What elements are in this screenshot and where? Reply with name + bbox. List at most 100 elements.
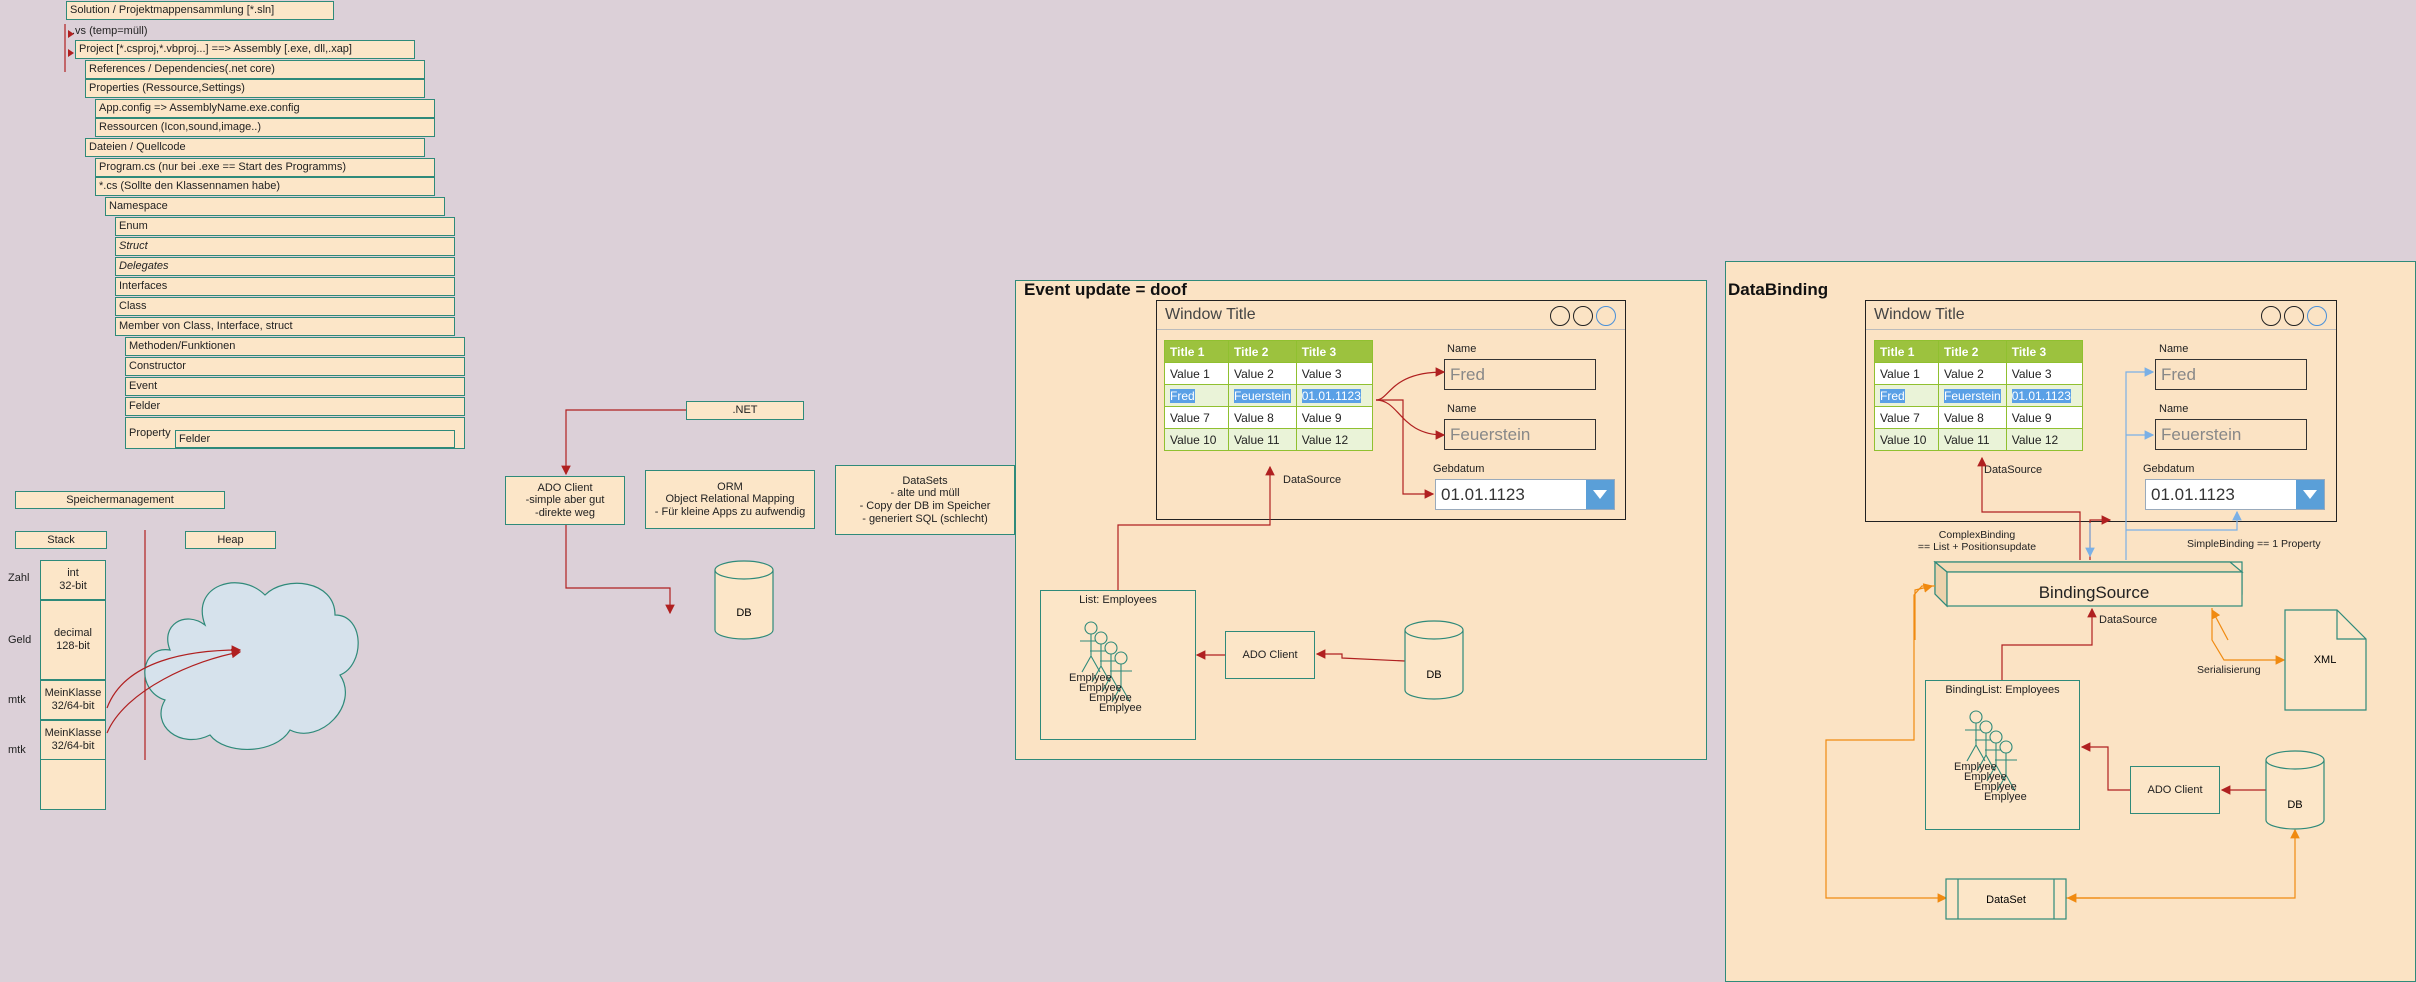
stack-cell: MeinKlasse 32/64-bit (40, 680, 106, 720)
first-name-field[interactable]: Fred (1444, 359, 1596, 390)
grid-cell-text: Value 9 (2011, 410, 2052, 425)
grid-cell[interactable]: Value 1 (1874, 362, 1939, 385)
last-name-field[interactable]: Feuerstein (1444, 419, 1596, 450)
grid-cell[interactable]: 01.01.1123 (2005, 384, 2083, 407)
stack-cell: decimal 128-bit (40, 600, 106, 680)
window-button-icon[interactable] (1573, 306, 1593, 326)
grid-header[interactable]: Title 3 (2005, 340, 2083, 363)
tree-item: Felder (175, 430, 455, 448)
actor-label: Emplyee (1964, 771, 2007, 783)
binding-source-box (1933, 560, 2244, 608)
grid-header[interactable]: Title 2 (1228, 340, 1297, 363)
grid-cell-text: Value 10 (1170, 432, 1217, 447)
grid-cell[interactable]: Value 11 (1938, 428, 2007, 451)
heap-box: Heap (185, 531, 276, 549)
stack-row-label: mtk (8, 744, 26, 756)
grid-cell[interactable]: Value 12 (1295, 428, 1373, 451)
grid-cell[interactable]: Fred (1164, 384, 1229, 407)
window-button-icon[interactable] (1550, 306, 1570, 326)
window-title: Window Title (1874, 306, 1965, 323)
grid-cell[interactable]: Value 10 (1874, 428, 1939, 451)
actor-label: Emplyee (1099, 702, 1142, 714)
actor-label: Emplyee (1069, 672, 1112, 684)
tree-item: Interfaces (115, 277, 455, 296)
grid-cell[interactable]: Value 8 (1228, 406, 1297, 429)
grid-cell[interactable]: Value 7 (1164, 406, 1229, 429)
tree-item: Namespace (105, 197, 445, 216)
window-button-icon[interactable] (2307, 306, 2327, 326)
tree-item: Member von Class, Interface, struct (115, 317, 455, 336)
grid-cell-text: 01.01.1123 (2011, 388, 2071, 403)
binding-source-label: BindingSource (2039, 583, 2150, 602)
grid-cell[interactable]: Value 3 (2005, 362, 2083, 385)
event-update-title: Event update = doof (1024, 280, 1187, 299)
complex-binding-label: ComplexBinding == List + Positionsupdate (1917, 529, 2037, 553)
window-button-icon[interactable] (2261, 306, 2281, 326)
table-row[interactable]: Value 10 Value 11 Value 12 (1164, 428, 1373, 451)
datasource-label: DataSource (1984, 464, 2043, 476)
heap-cloud (144, 582, 359, 751)
last-name-field[interactable]: Feuerstein (2155, 419, 2307, 450)
table-row[interactable]: Value 7 Value 8 Value 9 (1164, 406, 1373, 429)
grid-cell-text: Feuerstein (1234, 388, 1291, 403)
table-row[interactable]: Fred Feuerstein 01.01.1123 (1164, 384, 1373, 407)
grid-cell-text: Fred (1170, 388, 1195, 403)
grid-cell[interactable]: Feuerstein (1228, 384, 1297, 407)
db-cylinder (1404, 620, 1464, 700)
window-title: Window Title (1165, 306, 1256, 323)
grid-cell-text: Value 11 (1234, 432, 1280, 447)
grid-header[interactable]: Title 2 (1938, 340, 2007, 363)
grid-cell-text: Value 3 (1301, 366, 1342, 381)
grid-cell[interactable]: Value 1 (1164, 362, 1229, 385)
grid-cell-text: Value 7 (1880, 410, 1920, 425)
ado-client-box: ADO Client (1225, 631, 1315, 679)
grid-cell-text: Value 12 (1301, 432, 1349, 447)
orm-box: ORM Object Relational Mapping - Für klei… (645, 470, 815, 529)
db-cylinder (2265, 750, 2325, 830)
grid-cell-text: Value 8 (1234, 410, 1274, 425)
grid-cell[interactable]: Value 7 (1874, 406, 1939, 429)
grid-cell[interactable]: Value 9 (1295, 406, 1373, 429)
grid-cell[interactable]: Value 11 (1228, 428, 1297, 451)
grid-header[interactable]: Title 1 (1874, 340, 1939, 363)
dotnet-box: .NET (686, 401, 804, 420)
birthdate-combo[interactable]: 01.01.1123 (1435, 479, 1615, 510)
tree-item: Program.cs (nur bei .exe == Start des Pr… (95, 158, 435, 177)
grid-cell[interactable]: 01.01.1123 (1295, 384, 1373, 407)
name-label: Name (2159, 343, 2189, 355)
actor-label: Emplyee (1984, 791, 2027, 803)
grid-cell[interactable]: Feuerstein (1938, 384, 2007, 407)
first-name-field[interactable]: Fred (2155, 359, 2307, 390)
window-button-icon[interactable] (2284, 306, 2304, 326)
grid-cell[interactable]: Value 10 (1164, 428, 1229, 451)
dropdown-button[interactable] (1586, 480, 1614, 509)
birthdate-label: Gebdatum (2143, 463, 2195, 475)
tree-item: Solution / Projektmappensammlung [*.sln] (66, 1, 334, 20)
xml-label: XML (2314, 654, 2337, 666)
grid-cell[interactable]: Value 12 (2005, 428, 2083, 451)
tree-item: Properties (Ressource,Settings) (85, 79, 425, 98)
stack-cell: int 32-bit (40, 560, 106, 600)
stack-cell: MeinKlasse 32/64-bit (40, 720, 106, 760)
tree-item: Struct (115, 237, 455, 256)
ado-client-box: ADO Client (2130, 766, 2220, 814)
window-button-icon[interactable] (1596, 306, 1616, 326)
grid-cell-text: Value 7 (1170, 410, 1210, 425)
birthdate-value: 01.01.1123 (2151, 484, 2235, 504)
datasource-label: DataSource (2099, 614, 2158, 626)
dropdown-button[interactable] (2296, 480, 2324, 509)
tree-item: Methoden/Funktionen (125, 337, 465, 356)
stack-row-label: Geld (8, 634, 32, 646)
grid-cell-text: Feuerstein (1944, 388, 2001, 403)
grid-cell[interactable]: Value 3 (1295, 362, 1373, 385)
birthdate-combo[interactable]: 01.01.1123 (2145, 479, 2325, 510)
stack-box: Stack (15, 531, 107, 549)
grid-cell-text: Value 9 (1301, 410, 1342, 425)
grid-header[interactable]: Title 3 (1295, 340, 1373, 363)
